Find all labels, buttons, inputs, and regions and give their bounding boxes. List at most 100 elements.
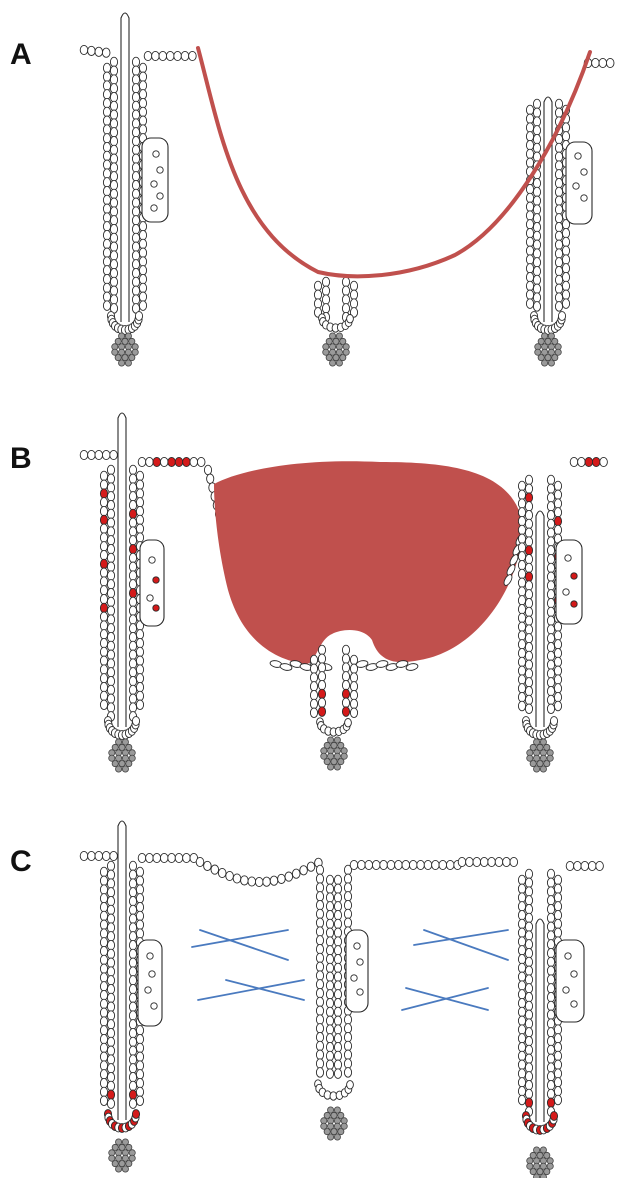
epithelial-cell <box>518 1069 525 1079</box>
epithelial-cell <box>110 251 117 261</box>
epithelial-cell <box>316 980 323 990</box>
epithelial-cell <box>350 299 357 309</box>
epithelial-cell <box>555 170 562 180</box>
epithelial-cell <box>326 875 333 885</box>
epithelial-cell <box>103 239 110 249</box>
epithelial-cell <box>525 957 532 967</box>
epithelial-cell <box>432 860 440 869</box>
epithelial-cell <box>518 1025 525 1035</box>
epithelial-cell <box>562 281 569 291</box>
epithelial-cell <box>526 264 533 274</box>
epithelial-cell <box>110 207 117 217</box>
epithelial-cell <box>518 631 525 641</box>
epithelial-cell <box>132 84 139 94</box>
epithelial-cell <box>129 1002 136 1012</box>
epithelial-cell <box>526 228 533 238</box>
epithelial-cell <box>248 877 256 886</box>
epithelial-cell <box>525 1028 532 1038</box>
epithelial-cell <box>107 465 114 475</box>
epithelial-cell <box>547 502 554 512</box>
epithelial-cell <box>129 1064 136 1074</box>
epithelial-cell <box>554 631 561 641</box>
epithelial-cell <box>107 562 114 572</box>
epithelial-cell <box>555 178 562 188</box>
hair-shaft <box>121 13 129 322</box>
epithelial-cell <box>518 701 525 711</box>
stem-cell <box>525 1098 532 1108</box>
epithelial-cell <box>263 877 271 886</box>
epithelial-cell <box>211 865 219 874</box>
epithelial-cell <box>562 237 569 247</box>
epithelial-cell <box>417 860 425 869</box>
epithelial-cell <box>547 878 554 888</box>
epithelial-cell <box>326 1016 333 1026</box>
epithelial-cell <box>100 955 107 965</box>
epithelial-cell <box>518 1051 525 1061</box>
epithelial-cell <box>102 450 110 459</box>
epithelial-cell <box>525 1089 532 1099</box>
gland-cell <box>151 205 157 211</box>
epithelial-cell <box>107 685 114 695</box>
papilla-cell <box>328 1134 334 1140</box>
epithelial-cell <box>136 885 143 895</box>
epithelial-cell <box>310 682 317 692</box>
epithelial-cell <box>547 931 554 941</box>
epithelial-cell <box>526 281 533 291</box>
epithelial-cell <box>136 665 143 675</box>
epithelial-cell <box>132 66 139 76</box>
papilla-cell <box>542 360 548 366</box>
epithelial-cell <box>190 457 198 466</box>
epithelial-cell <box>562 255 569 265</box>
epithelial-cell <box>139 125 146 135</box>
epithelial-cell <box>525 992 532 1002</box>
epithelial-cell <box>518 884 525 894</box>
epithelial-cell <box>107 641 114 651</box>
stem-cell <box>525 572 532 582</box>
epithelial-cell <box>518 499 525 509</box>
epithelial-cell <box>100 480 107 490</box>
epithelial-cell <box>526 220 533 230</box>
epithelial-cell <box>316 892 323 902</box>
epithelial-cell <box>518 998 525 1008</box>
epithelial-cell <box>136 920 143 930</box>
epithelial-cell <box>518 578 525 588</box>
epithelial-cell <box>107 650 114 660</box>
epithelial-cell <box>129 641 136 651</box>
epithelial-cell <box>525 607 532 617</box>
epithelial-cell <box>100 524 107 534</box>
epithelial-cell <box>100 647 107 657</box>
epithelial-cell <box>316 1015 323 1025</box>
epithelial-cell <box>547 896 554 906</box>
epithelial-cell <box>322 304 329 314</box>
epithelial-cell <box>518 587 525 597</box>
epithelial-cell <box>334 1051 341 1061</box>
epithelial-cell <box>129 703 136 713</box>
epithelial-cell <box>547 651 554 661</box>
epithelial-cell <box>326 1034 333 1044</box>
epithelial-cell <box>555 266 562 276</box>
epithelial-cell <box>129 527 136 537</box>
epithelial-cell <box>132 101 139 111</box>
epithelial-cell <box>100 621 107 631</box>
epithelial-cell <box>334 902 341 912</box>
epithelial-cell <box>314 299 321 309</box>
epithelial-cell <box>107 861 114 871</box>
epithelial-cell <box>136 682 143 692</box>
epithelial-cell <box>525 660 532 670</box>
epithelial-cell <box>547 869 554 879</box>
epithelial-cell <box>129 668 136 678</box>
epithelial-cell <box>316 936 323 946</box>
epithelial-cell <box>518 875 525 885</box>
stem-cell <box>100 515 107 525</box>
epithelial-cell <box>138 853 146 862</box>
epithelial-cell <box>334 1025 341 1035</box>
epithelial-cell <box>518 893 525 903</box>
epithelial-cell <box>107 676 114 686</box>
epithelial-cell <box>110 57 117 67</box>
epithelial-cell <box>129 518 136 528</box>
epithelial-cell <box>100 876 107 886</box>
epithelial-cell <box>100 471 107 481</box>
epithelial-cell <box>554 1078 561 1088</box>
panel-b <box>80 413 607 772</box>
epithelial-cell <box>518 963 525 973</box>
